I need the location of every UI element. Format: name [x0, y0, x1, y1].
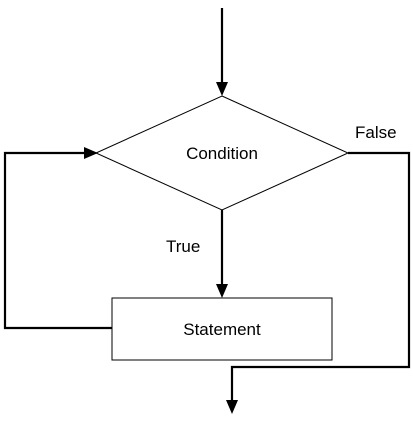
exit-arrowhead — [226, 400, 238, 414]
false-branch-label: False — [355, 123, 397, 142]
statement-label: Statement — [183, 320, 261, 339]
loop-back-line — [3, 151, 112, 330]
entry-arrowhead — [216, 82, 228, 96]
condition-label: Condition — [186, 144, 258, 163]
loop-back-arrowhead — [84, 147, 98, 159]
statement-process-box — [111, 297, 333, 361]
true-branch-label: True — [166, 237, 200, 256]
true-branch-arrowhead — [216, 284, 228, 298]
false-branch-line — [230, 151, 411, 402]
